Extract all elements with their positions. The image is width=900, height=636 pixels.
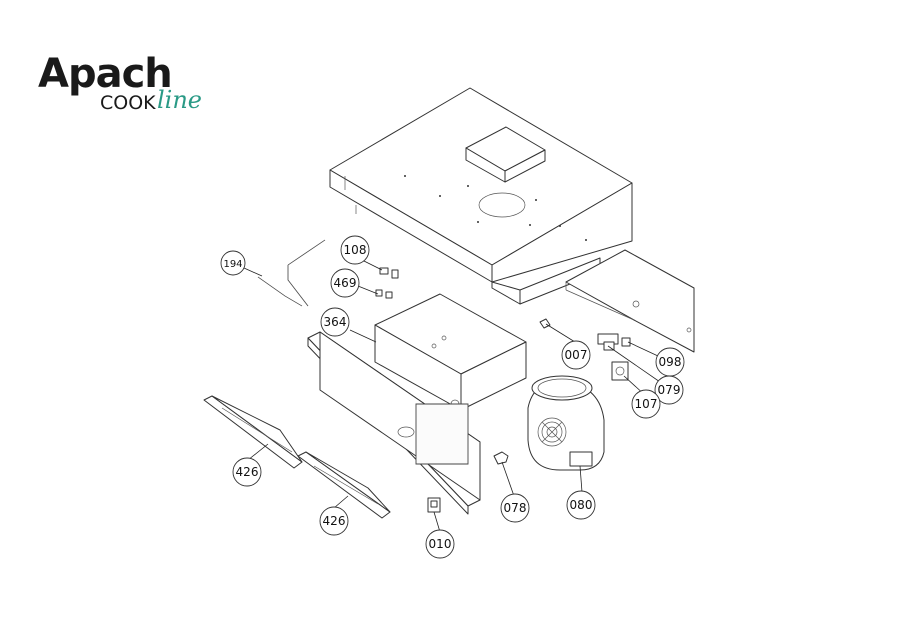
callout-label: 010 <box>429 537 452 551</box>
fitting-part-108 <box>379 267 399 279</box>
callout-label: 107 <box>635 397 658 411</box>
callout-label: 426 <box>323 514 346 528</box>
control-box-364 <box>374 293 527 411</box>
callout-079: 079 <box>654 375 684 405</box>
leader-lines <box>243 259 661 533</box>
callout-007: 007 <box>561 340 591 370</box>
callout-label: 194 <box>223 259 242 270</box>
callout-098: 098 <box>655 347 685 377</box>
tube-part-194 <box>257 239 326 307</box>
hood-canopy <box>329 87 633 305</box>
callout-label: 364 <box>324 315 347 329</box>
part-107 <box>611 361 629 381</box>
callout-label: 007 <box>565 348 588 362</box>
grease-filter-left <box>203 395 303 469</box>
callout-010: 010 <box>425 529 455 559</box>
fitting-part-469 <box>375 289 393 299</box>
callout-078: 078 <box>500 493 530 523</box>
callout-469: 469 <box>330 268 360 298</box>
callout-426-left: 426 <box>232 457 262 487</box>
part-007 <box>539 318 551 329</box>
callout-label: 080 <box>570 498 593 512</box>
brand-name: Apach <box>38 51 173 97</box>
blower-fan-080 <box>527 375 605 471</box>
part-010 <box>427 497 441 513</box>
brand-sub-line: line <box>157 86 203 114</box>
callout-364: 364 <box>320 307 350 337</box>
rear-panel <box>565 249 695 353</box>
callout-label: 078 <box>504 501 527 515</box>
callout-label: 108 <box>344 243 367 257</box>
callout-108: 108 <box>340 235 370 265</box>
callout-label: 098 <box>659 355 682 369</box>
callout-label: 469 <box>334 276 357 290</box>
callout-107: 107 <box>631 389 661 419</box>
part-098 <box>621 337 631 347</box>
callout-label: 426 <box>236 465 259 479</box>
callout-080: 080 <box>566 490 596 520</box>
callout-194: 194 <box>220 250 246 276</box>
brand-sub-cook: COOK <box>100 92 156 114</box>
callout-426-right: 426 <box>319 506 349 536</box>
part-078 <box>493 451 509 465</box>
callout-label: 079 <box>658 383 681 397</box>
part-079 <box>597 333 619 351</box>
front-duct-frame <box>307 331 481 515</box>
grease-filter-right <box>297 451 391 519</box>
